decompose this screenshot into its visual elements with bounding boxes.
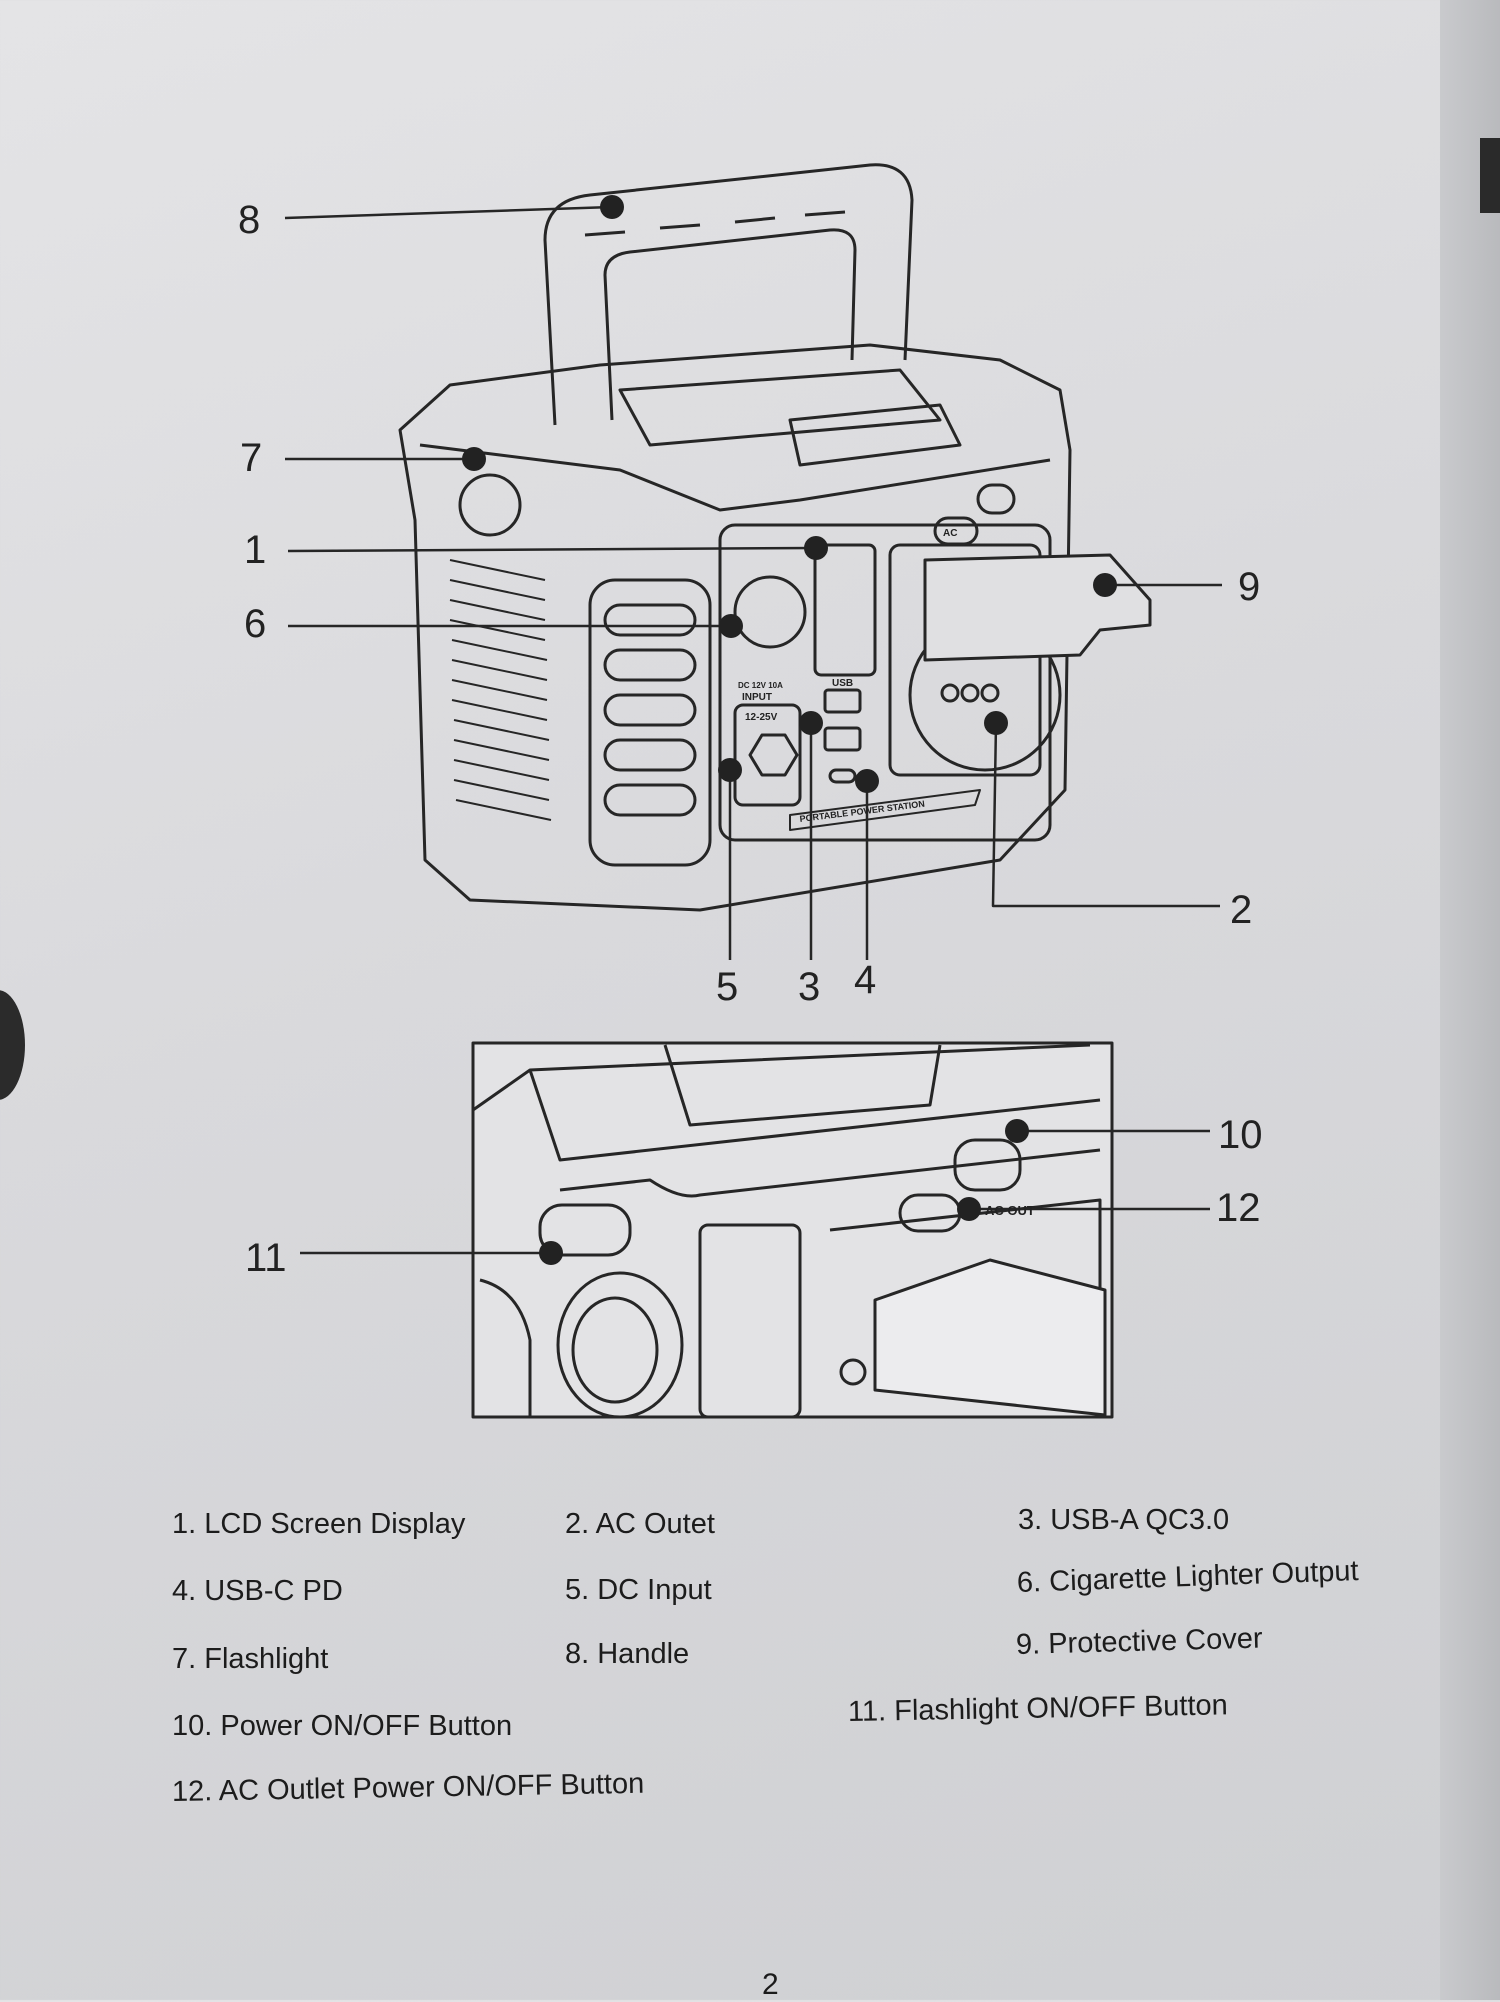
callout-11: 11 [245, 1236, 287, 1280]
legend-item-7: 7. Flashlight [172, 1643, 329, 1675]
callout-5: 5 [716, 965, 739, 1009]
device-body [398, 343, 1152, 912]
input-voltage-marking: 12-25V [745, 712, 778, 723]
leader-lines [284, 205, 1222, 960]
callout-12: 12 [1216, 1186, 1261, 1230]
dc-out-marking: DC 12V 10A [738, 681, 783, 690]
callout-7: 7 [240, 436, 263, 480]
legend-item-9: 9. Protective Cover [1015, 1622, 1263, 1661]
callout-9: 9 [1238, 565, 1261, 609]
callout-10: 10 [1218, 1113, 1263, 1157]
legend-item-11: 11. Flashlight ON/OFF Button [847, 1689, 1229, 1728]
callout-6: 6 [244, 602, 267, 646]
callout-1: 1 [244, 528, 267, 572]
callout-2: 2 [1230, 888, 1253, 932]
ac-marking: AC [943, 528, 957, 539]
usb-marking: USB [832, 678, 853, 689]
page-number: 2 [762, 1968, 779, 2001]
handle-drawing [543, 163, 914, 426]
input-marking: INPUT [742, 692, 772, 703]
page-edge [1440, 0, 1500, 2000]
legend-item-2: 2. AC Outet [565, 1508, 715, 1540]
callout-8: 8 [238, 198, 261, 242]
legend-item-8: 8. Handle [565, 1638, 690, 1670]
page-tab-marker [1480, 138, 1500, 213]
legend-item-4: 4. USB-C PD [172, 1575, 343, 1607]
legend-item-3: 3. USB-A QC3.0 [1018, 1504, 1230, 1536]
legend-item-10: 10. Power ON/OFF Button [172, 1710, 513, 1742]
callout-4: 4 [854, 958, 877, 1002]
callout-dots [462, 195, 1117, 793]
callout-3: 3 [798, 965, 821, 1009]
ac-out-marking: AC OUT [985, 1203, 1035, 1218]
legend-item-1: 1. LCD Screen Display [172, 1508, 466, 1540]
inset-detail [300, 1041, 1210, 1419]
legend-item-5: 5. DC Input [565, 1574, 712, 1606]
